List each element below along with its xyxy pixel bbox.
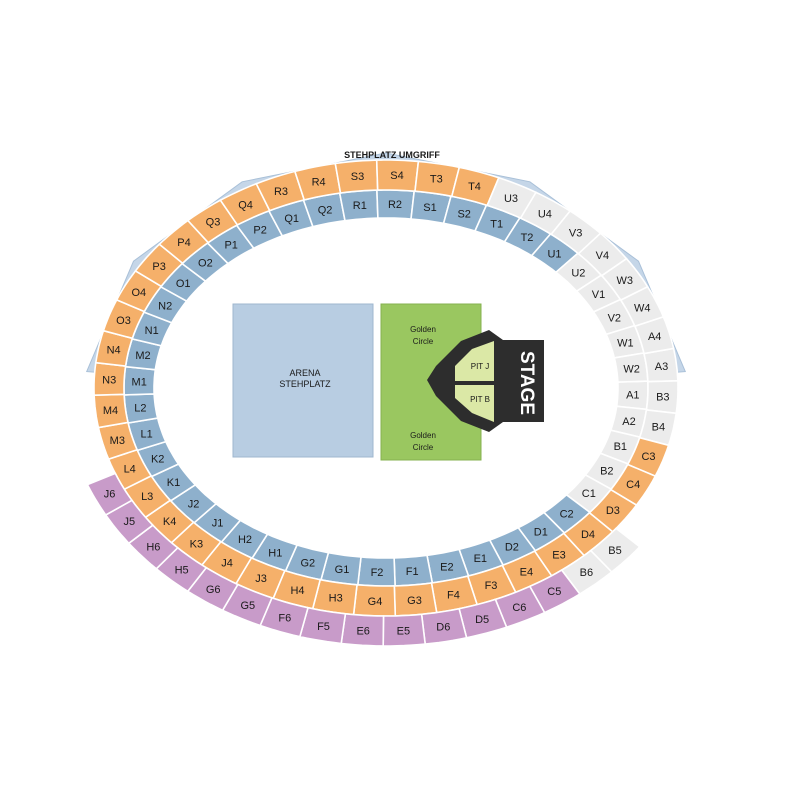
section-f2[interactable]: F2 [356, 556, 396, 587]
section-shape [334, 159, 379, 194]
pit-j-label: PIT J [471, 362, 490, 371]
stehplatz-umgriff-label: STEHPLATZ UMGRIFF [344, 150, 440, 160]
section-shape [123, 393, 159, 424]
section-m1[interactable]: M1 [123, 365, 157, 396]
section-shape [356, 556, 396, 587]
stage-area: PIT J PIT B STAGE [427, 330, 544, 432]
section-shape [352, 583, 397, 617]
section-shape [375, 159, 420, 193]
section-e5[interactable]: E5 [382, 613, 427, 647]
section-shape [86, 472, 134, 517]
section-a1[interactable]: A1 [615, 380, 649, 411]
section-m4[interactable]: M4 [93, 393, 129, 429]
arena-stehplatz-area[interactable]: ARENA STEHPLATZ [232, 303, 374, 458]
section-r4[interactable]: R4 [293, 162, 342, 201]
section-e6[interactable]: E6 [340, 612, 385, 647]
section-shape [340, 612, 385, 647]
section-shape [376, 189, 416, 220]
section-r2[interactable]: R2 [376, 189, 416, 220]
section-shape [645, 379, 679, 415]
section-shape [338, 189, 379, 222]
arena-label-line1: ARENA [289, 368, 320, 378]
section-n3[interactable]: N3 [93, 361, 127, 397]
golden-circle-bottom-line1: Golden [410, 431, 436, 440]
section-shape [615, 380, 649, 411]
section-s3[interactable]: S3 [334, 159, 379, 194]
golden-circle-top-line1: Golden [410, 325, 436, 334]
section-shape [293, 162, 342, 201]
section-w2[interactable]: W2 [613, 352, 649, 383]
pit-b-label: PIT B [470, 395, 490, 404]
section-shape [382, 613, 427, 647]
section-shape [633, 315, 675, 355]
section-shape [393, 554, 434, 587]
section-shape [393, 582, 438, 617]
section-s4[interactable]: S4 [375, 159, 420, 193]
section-f1[interactable]: F1 [393, 554, 434, 587]
section-shape [93, 361, 127, 397]
section-g4[interactable]: G4 [352, 583, 397, 617]
section-b3[interactable]: B3 [645, 379, 679, 415]
section-d6[interactable]: D6 [420, 607, 468, 645]
section-shape [420, 607, 468, 645]
section-g3[interactable]: G3 [393, 582, 438, 617]
section-l2[interactable]: L2 [123, 393, 159, 424]
golden-circle-bottom-line2: Circle [413, 443, 434, 452]
pit-j-area[interactable] [455, 341, 494, 381]
section-shape [613, 352, 649, 383]
section-shape [93, 393, 129, 429]
stage-label: STAGE [516, 351, 537, 415]
section-shape [123, 365, 157, 396]
pit-b-area[interactable] [455, 385, 494, 422]
arena-label-line2: STEHPLATZ [279, 379, 331, 389]
golden-circle-top-line2: Circle [413, 337, 434, 346]
section-r1[interactable]: R1 [338, 189, 379, 222]
